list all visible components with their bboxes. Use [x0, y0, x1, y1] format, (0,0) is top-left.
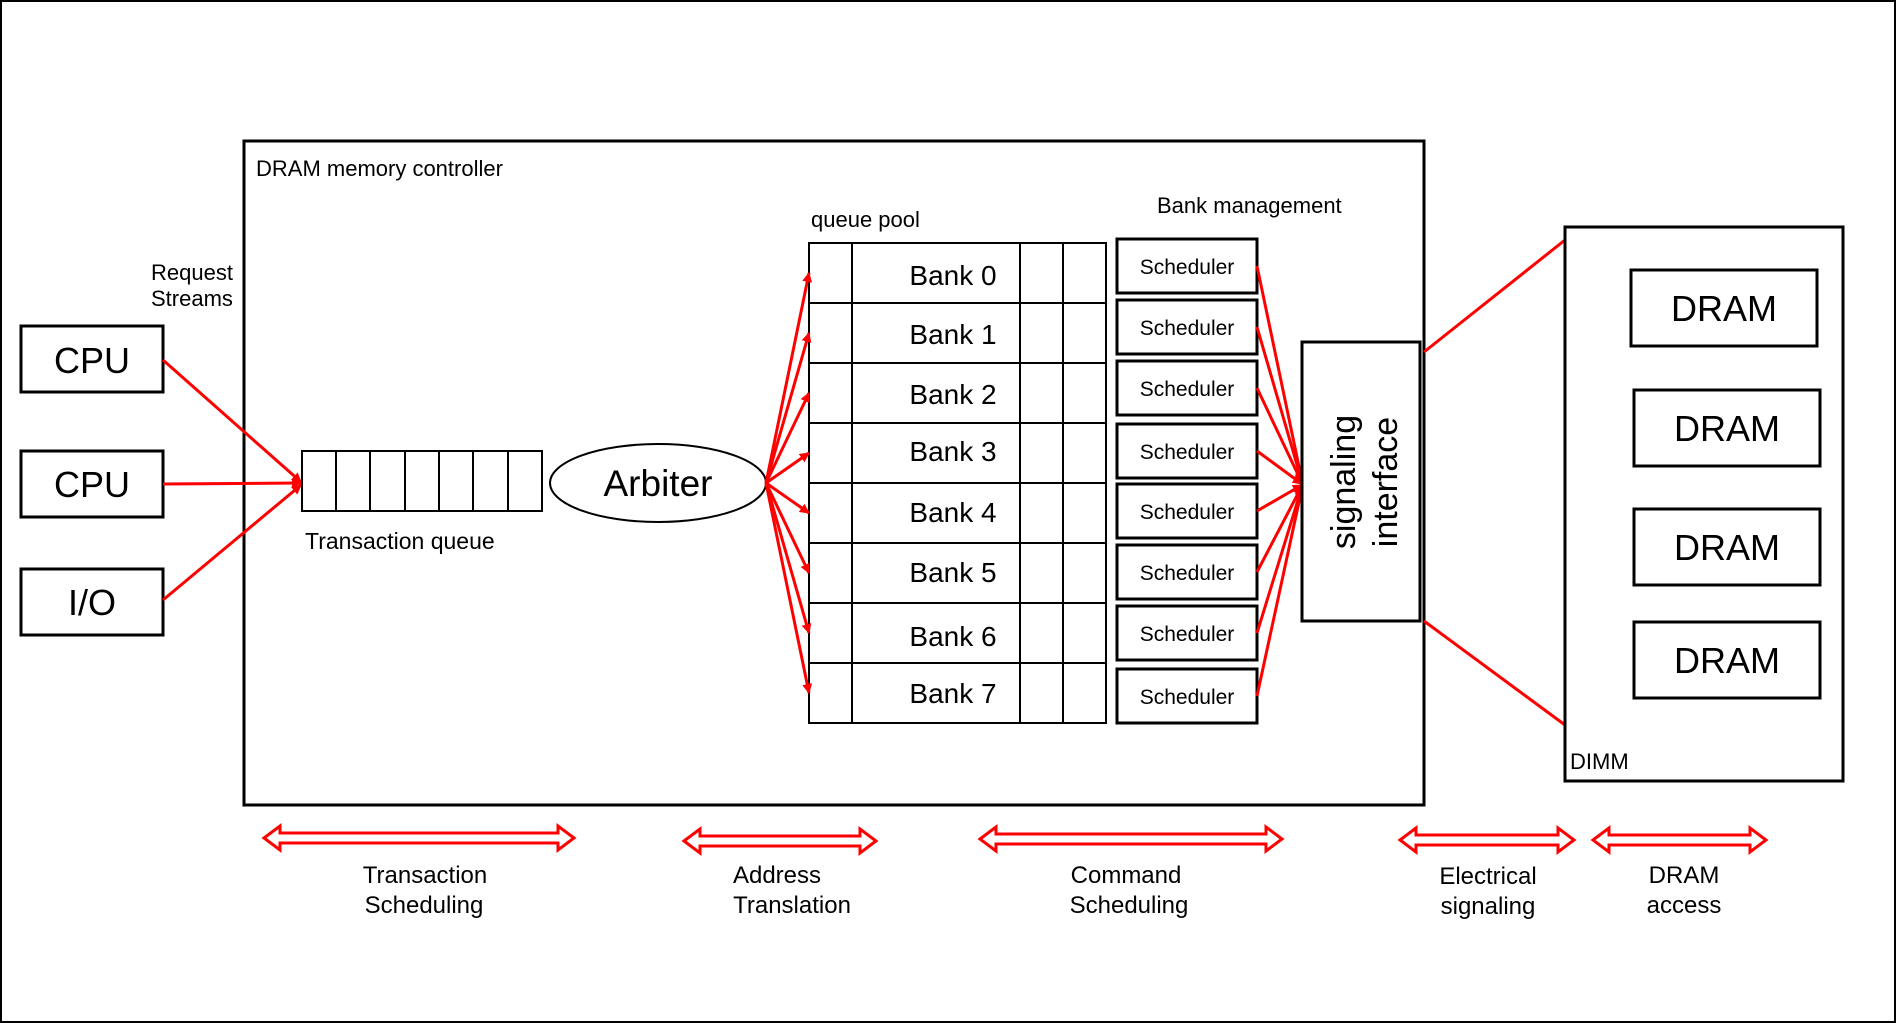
- stage-label: signaling: [1441, 893, 1536, 920]
- signaling-interface-label-line1: signaling: [1325, 415, 1363, 549]
- source-io: I/O: [19, 567, 165, 637]
- signaling-interface-box: [1300, 340, 1422, 623]
- scheduler-box: [1115, 237, 1259, 295]
- source-label: CPU: [54, 464, 130, 505]
- scheduler-label: Scheduler: [1140, 623, 1235, 646]
- stage-label: Command: [1071, 862, 1182, 889]
- double-arrow: [261, 823, 577, 853]
- queue-pool-grid: [808, 242, 1107, 724]
- bank-label: Bank 1: [909, 319, 996, 350]
- scheduler-box: [1115, 482, 1259, 540]
- source-cpu-1: CPU: [19, 324, 165, 394]
- scheduler-label: Scheduler: [1140, 562, 1235, 585]
- dram-chip: [1632, 620, 1822, 700]
- dimm-label: DIMM: [1570, 749, 1629, 774]
- source-label: CPU: [54, 340, 130, 381]
- dram-chip: [1629, 268, 1819, 348]
- bank-label: Bank 2: [909, 379, 996, 410]
- scheduler-box: [1115, 667, 1259, 725]
- dram-chip: [1632, 507, 1822, 587]
- signaling-interface-label-line2: interface: [1367, 417, 1405, 547]
- scheduler-label: Scheduler: [1140, 378, 1235, 401]
- dram-chip-label: DRAM: [1674, 408, 1780, 449]
- scheduler-label: Scheduler: [1140, 256, 1235, 279]
- scheduler-label: Scheduler: [1140, 441, 1235, 464]
- scheduler-label: Scheduler: [1140, 317, 1235, 340]
- request-arrows: [162, 358, 302, 602]
- stage-label: Address: [733, 862, 821, 889]
- dram-chip-label: DRAM: [1674, 527, 1780, 568]
- arbiter-label: Arbiter: [604, 463, 713, 504]
- scheduler-box: [1115, 543, 1259, 601]
- bank-label: Bank 0: [909, 260, 996, 291]
- double-arrow: [1397, 825, 1577, 855]
- stage-arrows: [261, 823, 1769, 856]
- stage-label: Scheduling: [365, 892, 484, 919]
- stage-label: Electrical: [1439, 863, 1536, 890]
- stage-label: Scheduling: [1070, 892, 1189, 919]
- scheduler-box: [1115, 422, 1259, 480]
- double-arrow: [1590, 825, 1769, 855]
- dram-chip-label: DRAM: [1674, 640, 1780, 681]
- stage-labels: Transaction Scheduling Address Translati…: [363, 862, 1722, 920]
- bank-label: Bank 6: [909, 621, 996, 652]
- bank-label: Bank 7: [909, 678, 996, 709]
- dram-chip-label: DRAM: [1671, 288, 1777, 329]
- transaction-queue: [301, 450, 543, 512]
- double-arrow: [681, 826, 879, 856]
- source-cpu-2: CPU: [19, 449, 165, 519]
- transaction-queue-label: Transaction queue: [305, 528, 495, 554]
- scheduler-box: [1115, 298, 1259, 356]
- bank-label: Bank 5: [909, 557, 996, 588]
- bank-label: Bank 3: [909, 436, 996, 467]
- request-streams-label-line1: Request: [151, 260, 233, 285]
- dram-chip: [1632, 388, 1822, 468]
- request-streams-label-line2: Streams: [151, 286, 233, 311]
- scheduler-box: [1115, 359, 1259, 417]
- stage-label: DRAM: [1649, 862, 1720, 889]
- memory-controller-box: [242, 139, 1426, 807]
- stage-label: Translation: [733, 892, 851, 919]
- bank-label: Bank 4: [909, 497, 996, 528]
- scheduler-column: Scheduler Scheduler Scheduler Scheduler …: [1115, 237, 1259, 725]
- dram-chips: DRAM DRAM DRAM DRAM: [1629, 268, 1822, 700]
- scheduler-to-interface-arrows: [1255, 265, 1306, 697]
- stage-label: Transaction: [363, 862, 488, 889]
- stage-label: access: [1647, 892, 1722, 919]
- bank-labels: Bank 0 Bank 1 Bank 2 Bank 3 Bank 4 Bank …: [909, 260, 996, 709]
- queue-pool-label: queue pool: [811, 207, 920, 232]
- source-label: I/O: [68, 582, 116, 623]
- double-arrow: [977, 824, 1285, 854]
- bank-management-label: Bank management: [1157, 193, 1342, 218]
- interface-to-dimm-lines: [1423, 238, 1566, 727]
- arbiter-to-bank-arrows: [764, 272, 813, 694]
- scheduler-label: Scheduler: [1140, 501, 1235, 524]
- scheduler-box: [1115, 604, 1259, 662]
- memory-controller-label: DRAM memory controller: [256, 156, 503, 181]
- scheduler-label: Scheduler: [1140, 686, 1235, 709]
